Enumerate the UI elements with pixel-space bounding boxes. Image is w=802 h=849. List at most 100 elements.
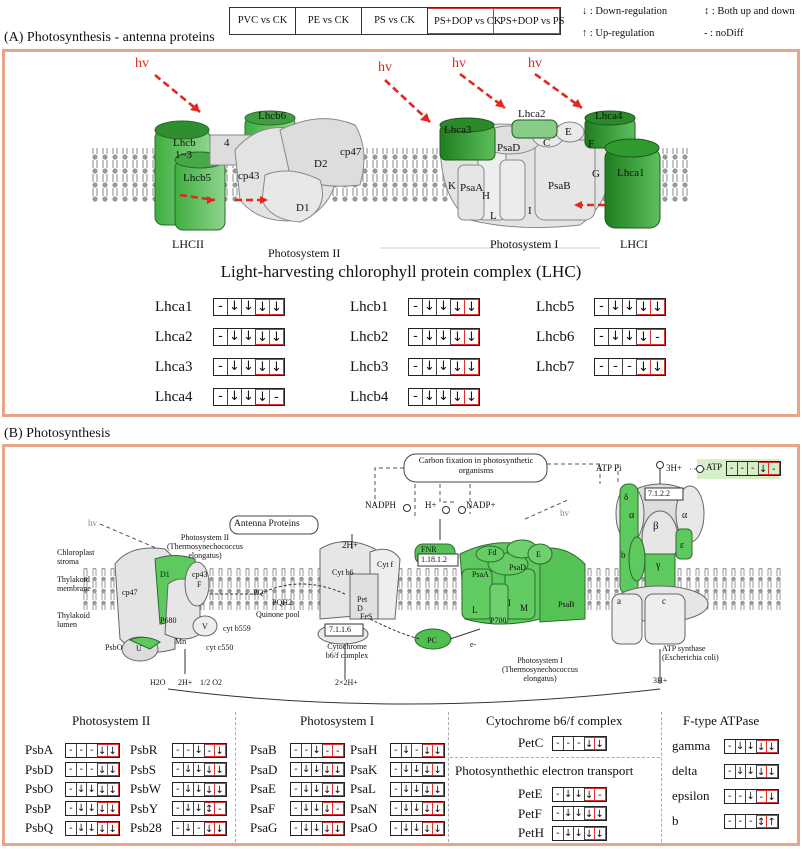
ec-7-1-2-2[interactable]: 7.1.2.2 — [648, 489, 670, 498]
gene-psab: PsaB--↓-- — [250, 742, 345, 758]
expression-cell: ↓ — [609, 329, 623, 345]
h-label: H — [482, 190, 490, 202]
expression-cell: ↓ — [651, 359, 665, 375]
expression-cell: ↓ — [77, 782, 87, 796]
expression-cells: -↓↓↓↓ — [408, 358, 480, 376]
expression-cells: -↓↓↓↓ — [213, 358, 285, 376]
expression-cell: - — [77, 743, 87, 757]
i-b-label: I — [508, 598, 511, 608]
gene-name: Lhcb6 — [536, 328, 575, 345]
expression-cell: ↓ — [333, 782, 344, 796]
expression-cells: -↓-↓↓ — [172, 820, 227, 836]
gene-name: b — [672, 813, 679, 828]
expression-cell: ↓ — [302, 782, 312, 796]
e-b-label: E — [536, 550, 541, 559]
panel-b — [2, 444, 800, 846]
ps1-name-label: Photosystem I (Thermosynechococcus elong… — [502, 656, 578, 683]
thylakoid-lumen-label: Thylakoid lumen — [57, 611, 90, 629]
chloroplast-label: Chloroplast stroma — [57, 548, 95, 566]
expression-cell: ↓ — [595, 807, 606, 820]
expression-cell: ↓ — [465, 359, 479, 375]
expression-cell: ↓ — [322, 802, 333, 815]
expression-cell: ↓ — [433, 782, 444, 796]
expression-cell: ↓ — [595, 826, 606, 840]
expression-cell: ↓ — [595, 736, 606, 750]
expression-cell: ↓ — [270, 299, 284, 315]
gene-name: PetF — [518, 805, 542, 821]
alpha-label-2: α — [682, 510, 688, 521]
expression-cell: ↓ — [204, 782, 215, 796]
expression-cell: ↓ — [108, 802, 119, 815]
hv-label-4: hv — [528, 56, 542, 71]
expression-cell: - — [651, 329, 665, 345]
carbon-fixation-label[interactable]: Carbon fixation in photosynthetic organi… — [418, 455, 534, 475]
expression-cell: ↓ — [437, 359, 451, 375]
expression-cell: ↓ — [412, 763, 423, 776]
cytb6-label: Cyt b6 — [332, 568, 354, 577]
expression-cells: -↓↓↓↓ — [724, 738, 779, 754]
gene-name: PsaE — [250, 781, 276, 796]
divider-3 — [661, 712, 662, 842]
ec-1-18-1-2[interactable]: 1.18.1.2 — [421, 555, 447, 564]
ps2-name-label: Photosystem II (Thermosynechococcus elon… — [167, 533, 243, 560]
expression-cell: ↓ — [433, 802, 444, 815]
group-ps1-title: Photosystem I — [300, 713, 375, 728]
antenna-proteins-label[interactable]: Antenna Proteins — [234, 519, 300, 529]
expression-cell: - — [553, 807, 564, 820]
expression-cell: - — [564, 736, 574, 750]
expression-cells: -↓↓↓- — [594, 328, 666, 346]
expression-cell: ↓ — [767, 764, 778, 778]
c-label: C — [543, 137, 551, 149]
expression-cell: ↓ — [433, 743, 444, 757]
expression-cell: - — [77, 763, 87, 776]
expression-cells: -↓↓↓↓ — [172, 762, 227, 777]
expression-cell: - — [270, 389, 284, 405]
expression-cell: ↓ — [746, 789, 757, 803]
expression-cell: ↓ — [312, 821, 323, 835]
expression-cell: - — [302, 743, 312, 757]
gene-psao: PsaO-↓↓↓↓ — [350, 820, 445, 836]
expression-cell: - — [87, 743, 98, 757]
gene-name: PsbD — [25, 761, 54, 777]
expression-cell: ↑ — [767, 814, 778, 828]
antenna-diagram — [92, 72, 692, 249]
gene-lhca4: Lhca4-↓↓↓- — [155, 388, 285, 406]
expression-cell: - — [322, 743, 333, 757]
lhci-label: LHCI — [620, 237, 648, 251]
gene-name: Lhca2 — [155, 328, 193, 345]
lhcb13-label: 1~3 — [175, 149, 192, 161]
gene-lhca2: Lhca2-↓↓↓↓ — [155, 328, 285, 346]
expression-cell: - — [391, 743, 402, 757]
expression-cells: -↓↓↓↓ — [594, 298, 666, 316]
expression-cell: - — [66, 802, 77, 815]
fnr-label: FNR — [421, 545, 437, 554]
expression-cell: - — [553, 787, 564, 801]
gene-name: Psb28 — [130, 820, 162, 835]
expression-cell: ↓ — [422, 782, 433, 796]
gene-name: PsaH — [350, 742, 378, 757]
gene-name: Lhca3 — [155, 358, 193, 375]
expression-cell: ↓ — [256, 299, 270, 315]
cp47-label: cp47 — [340, 146, 362, 158]
ec-7-1-1-6[interactable]: 7.1.1.6 — [329, 625, 351, 634]
expression-cell: ↓ — [87, 802, 98, 815]
expression-cell: ↓ — [87, 821, 98, 835]
cytf-label: Cyt f — [377, 560, 394, 569]
a-sub-label: a — [617, 596, 621, 606]
expression-cell: ↓ — [437, 389, 451, 405]
expression-cell: ↓ — [322, 782, 333, 796]
h2-label: 2H+ — [342, 540, 359, 550]
lhc-complex-title: Light-harvesting chlorophyll protein com… — [220, 262, 582, 281]
thylakoid-membrane-label: Thylakoid membrane — [57, 575, 91, 593]
expression-cell: ↓ — [402, 782, 412, 796]
group-atp-title: F-type ATPase — [683, 713, 760, 728]
gene-name: PetH — [518, 825, 544, 840]
gene-name: PsaF — [250, 800, 276, 816]
mn-label: Mn — [175, 637, 187, 646]
lhca3-label: Lhca3 — [444, 124, 472, 136]
gene-delta: delta-↓↓↓↓ — [672, 763, 779, 779]
expression-cells: -↓↓↓- — [552, 786, 607, 802]
group-cyt-title: Cytochrome b6/f complex — [486, 713, 623, 728]
expression-cell: ↓ — [584, 807, 595, 820]
expression-cell: - — [173, 743, 184, 757]
